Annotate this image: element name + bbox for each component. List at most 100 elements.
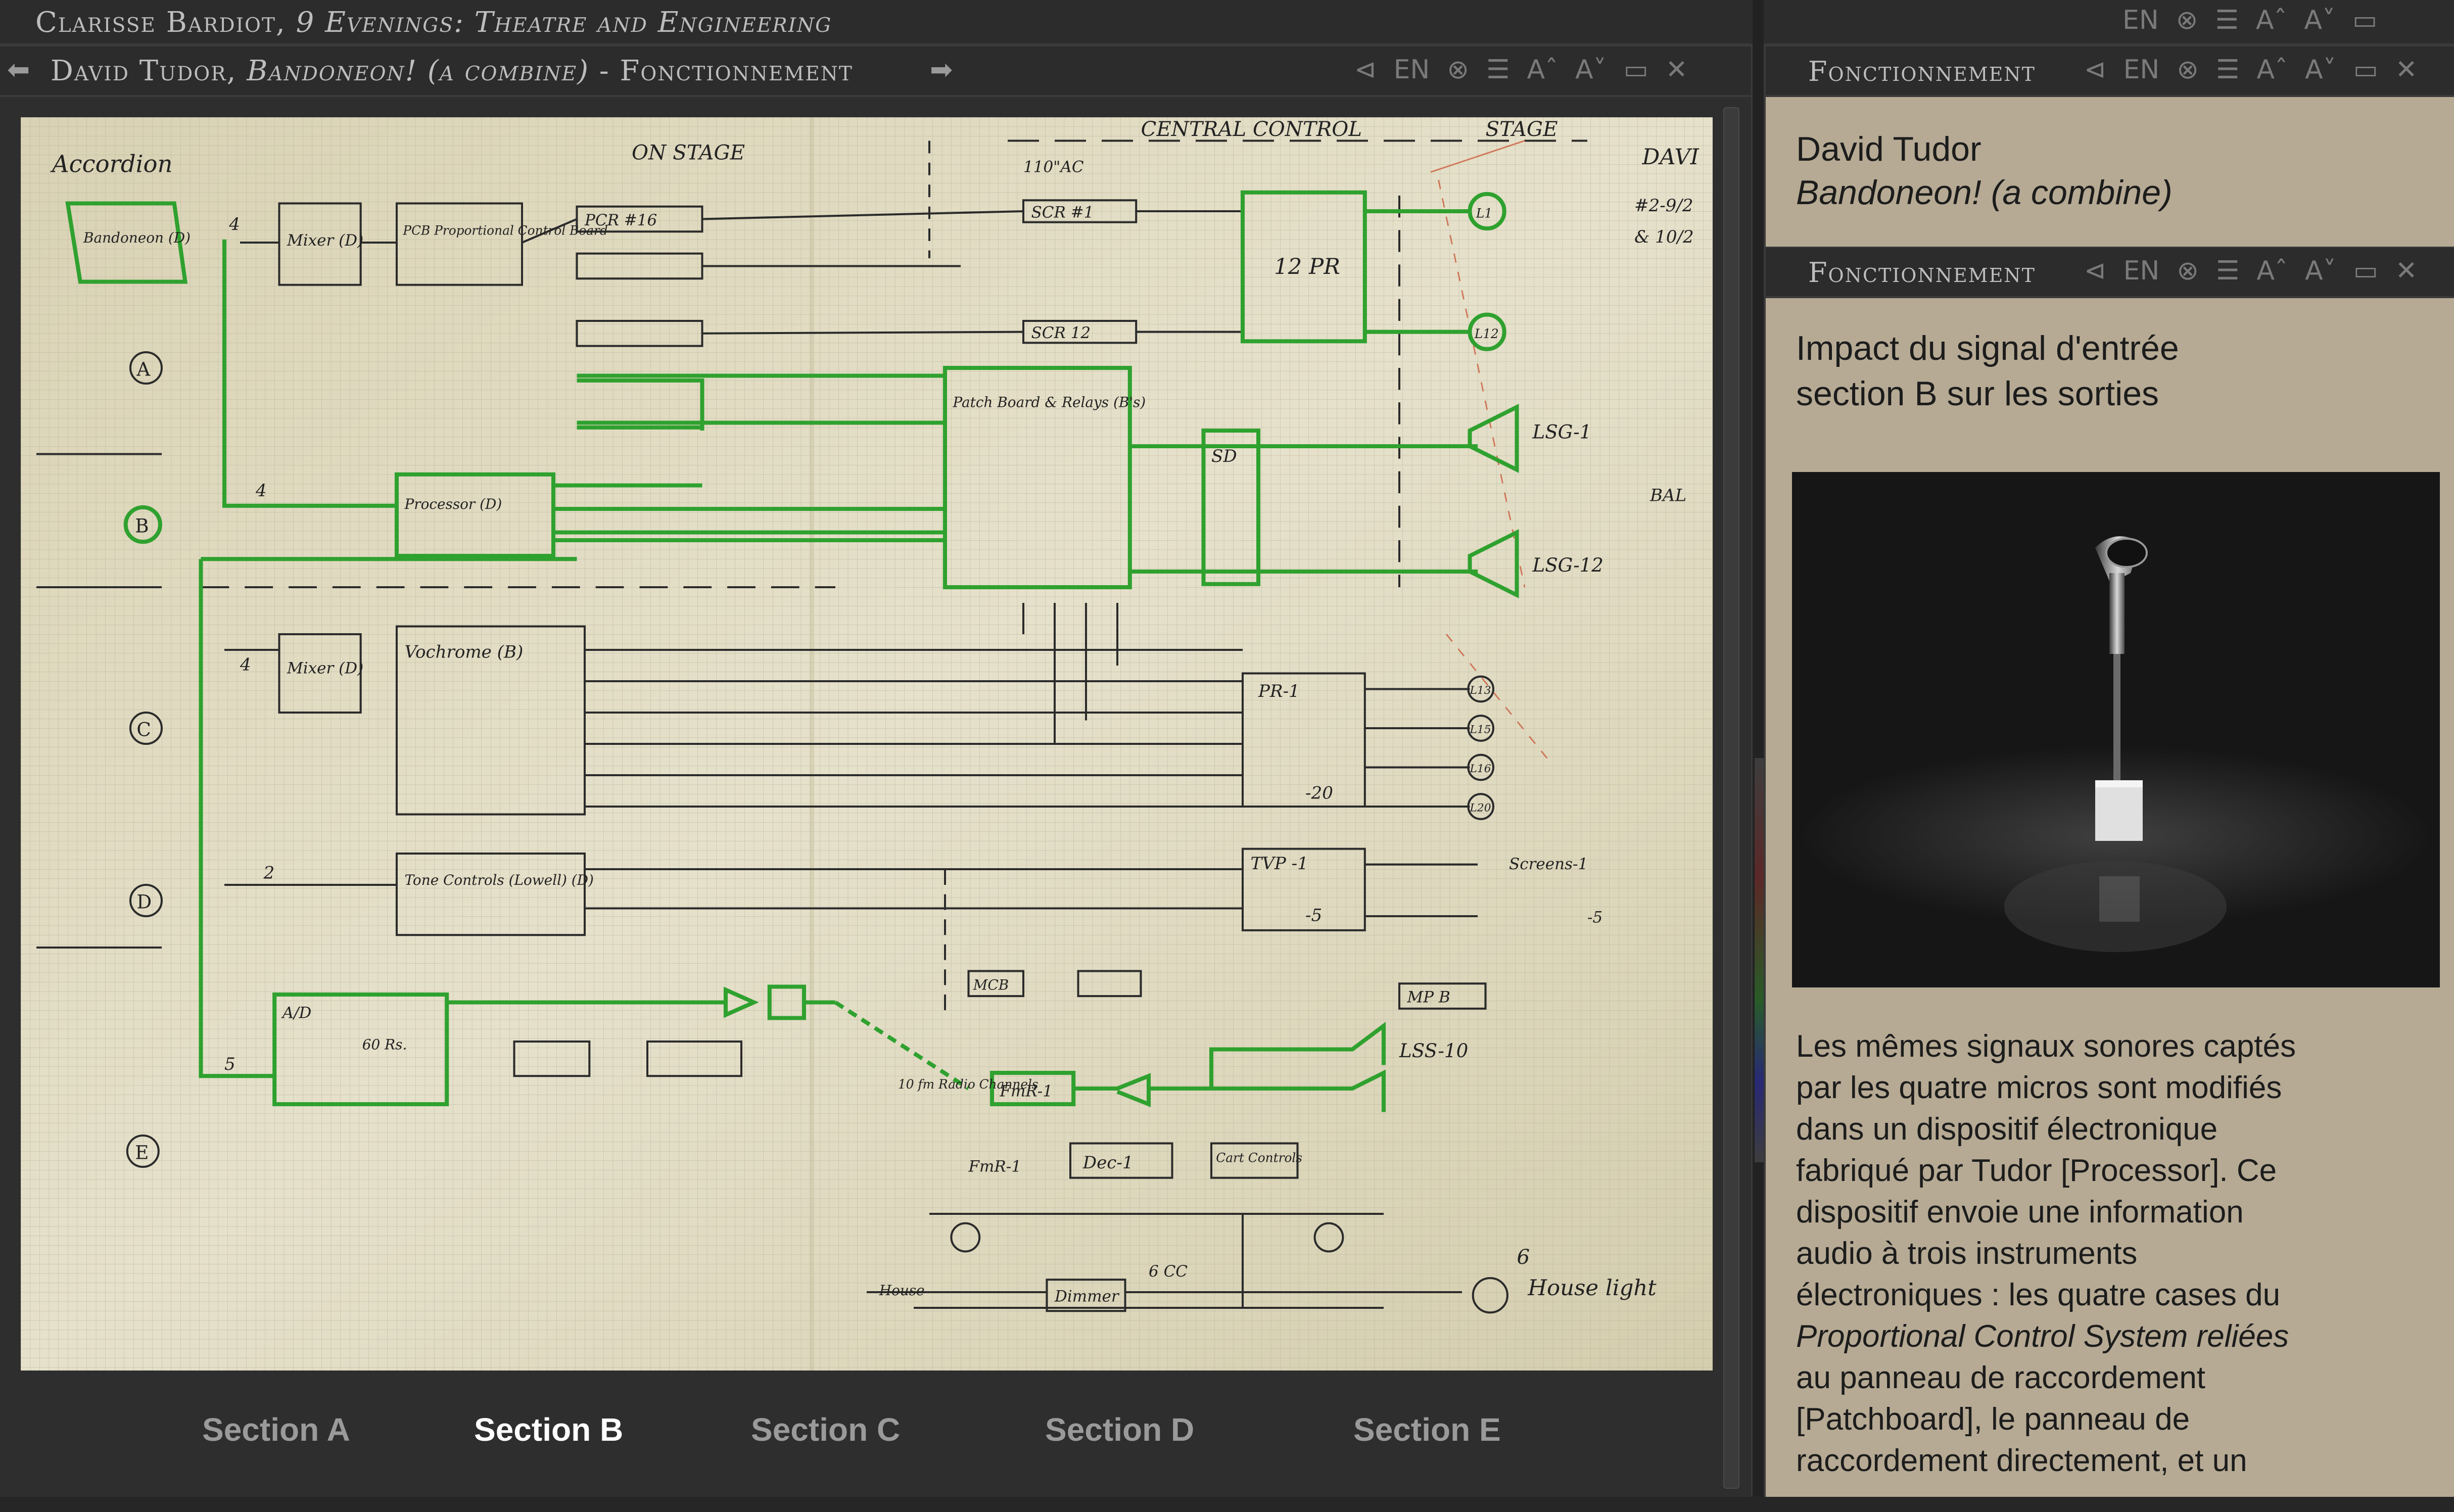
diagram-box-scr: SCR 12 bbox=[1031, 324, 1091, 342]
body-line: audio à trois instruments bbox=[1796, 1236, 2138, 1271]
diagram-label-stage: STAGE bbox=[1486, 117, 1558, 141]
font-decrease-icon[interactable]: A˅ bbox=[2305, 256, 2336, 286]
share-icon[interactable]: ⊲ bbox=[2084, 55, 2106, 85]
layers-icon[interactable]: ☰ bbox=[2215, 256, 2240, 286]
share-icon[interactable]: ⊲ bbox=[2084, 256, 2106, 286]
diagram-box-mcb: MCB bbox=[973, 977, 1009, 994]
timeline-strip bbox=[1755, 758, 1764, 1162]
diagram-input-number: 4 bbox=[255, 481, 267, 501]
link-icon[interactable]: ⊗ bbox=[2177, 55, 2199, 85]
viewer-scrollbar[interactable] bbox=[1723, 107, 1739, 1489]
window-icon[interactable]: ▭ bbox=[2353, 256, 2378, 286]
diagram-row-marker: E bbox=[135, 1142, 149, 1164]
tab-section-d[interactable]: Section D bbox=[1045, 1411, 1195, 1448]
body-line: électroniques : les quatre cases du bbox=[1796, 1278, 2281, 1312]
window-bottom-edge bbox=[0, 1497, 2454, 1512]
section-tabs: Section A Section B Section C Section D … bbox=[0, 1391, 1751, 1472]
diagram-row-marker: B bbox=[135, 515, 149, 537]
link-icon[interactable]: ⊗ bbox=[2177, 256, 2199, 286]
work-title: Bandoneon! (a combine) bbox=[1796, 173, 2173, 212]
forward-arrow-icon[interactable]: ➡ bbox=[930, 54, 953, 85]
diagram-box-patch: Patch Board & Relays (B's) bbox=[953, 394, 1146, 411]
diagram-note: 60 Rs. bbox=[362, 1036, 407, 1053]
diagram-note: 110"AC bbox=[1023, 158, 1084, 176]
diagram-input-number: 4 bbox=[228, 214, 240, 234]
speaker-photo[interactable] bbox=[1792, 472, 2440, 987]
diagram-note: Screens-1 bbox=[1509, 855, 1588, 873]
font-increase-icon[interactable]: Aˆ bbox=[2256, 256, 2288, 286]
circuit-diagram: Accordion ON STAGE CENTRAL CONTROL STAGE… bbox=[21, 117, 1713, 1371]
diagram-note: 6 CC bbox=[1149, 1262, 1188, 1281]
panel-divider[interactable] bbox=[1753, 0, 1764, 1512]
diagram-note: #2-9/2 bbox=[1634, 196, 1693, 216]
body-line: Proportional Control System reliées bbox=[1796, 1319, 2289, 1354]
language-toggle[interactable]: EN bbox=[2122, 5, 2159, 35]
diagram-box-processor: Processor (D) bbox=[404, 496, 502, 512]
font-increase-icon[interactable]: Aˆ bbox=[1527, 55, 1559, 85]
tab-section-b[interactable]: Section B bbox=[474, 1411, 624, 1448]
diagram-box-tvp: TVP -1 bbox=[1251, 854, 1308, 874]
diagram-note: -5 bbox=[1587, 908, 1602, 926]
diagram-box-sd: SD bbox=[1211, 446, 1237, 466]
language-toggle[interactable]: EN bbox=[1393, 55, 1430, 85]
diagram-box-pr20: -20 bbox=[1305, 783, 1333, 804]
body-line: Les mêmes signaux sonores captés bbox=[1796, 1029, 2296, 1064]
window-icon[interactable]: ▭ bbox=[2352, 5, 2378, 35]
body-line: au panneau de raccordement bbox=[1796, 1360, 2206, 1395]
layers-icon[interactable]: ☰ bbox=[2215, 5, 2239, 35]
diagram-row-marker: C bbox=[136, 719, 151, 741]
diagram-note: BAL bbox=[1649, 486, 1686, 506]
diagram-output-label: L13 bbox=[1470, 684, 1491, 697]
body-line: raccordement directement, et un bbox=[1796, 1443, 2247, 1478]
font-increase-icon[interactable]: Aˆ bbox=[2256, 55, 2288, 85]
diagram-box-pcr: PCR #16 bbox=[584, 211, 657, 229]
diagram-box-pcb: PCB Proportional Control Board bbox=[402, 223, 607, 238]
tab-section-a[interactable]: Section A bbox=[202, 1411, 350, 1448]
diagram-note: LSG-1 bbox=[1532, 421, 1592, 443]
link-icon[interactable]: ⊗ bbox=[2176, 5, 2198, 35]
description-heading-line: Impact du signal d'entrée bbox=[1796, 329, 2179, 367]
diagram-note: 6 bbox=[1517, 1245, 1530, 1269]
diagram-output-label: L20 bbox=[1470, 801, 1491, 814]
font-decrease-icon[interactable]: A˅ bbox=[2305, 55, 2336, 85]
window-icon[interactable]: ▭ bbox=[2353, 55, 2378, 85]
close-icon[interactable]: ✕ bbox=[1665, 55, 1688, 85]
diagram-box-tone: Tone Controls (Lowell) (D) bbox=[405, 872, 594, 888]
language-toggle[interactable]: EN bbox=[2123, 55, 2160, 85]
diagram-box-vochrome: Vochrome (B) bbox=[405, 642, 524, 663]
document-title-bar: ⬅ David Tudor, Bandoneon! (a combine) - … bbox=[0, 46, 1751, 95]
diagram-note: LSS-10 bbox=[1399, 1040, 1468, 1062]
panel-header: Fonctionnement ⊲ EN ⊗ ☰ Aˆ A˅ ▭ ✕ bbox=[1766, 46, 2454, 95]
font-decrease-icon[interactable]: A˅ bbox=[2304, 5, 2336, 35]
share-icon[interactable]: ⊲ bbox=[1354, 55, 1377, 85]
font-increase-icon[interactable]: Aˆ bbox=[2255, 5, 2287, 35]
window-icon[interactable]: ▭ bbox=[1623, 55, 1648, 85]
app-title: Clarisse Bardiot, 9 Evenings: Theatre an… bbox=[35, 6, 832, 39]
diagram-viewer: Accordion ON STAGE CENTRAL CONTROL STAGE… bbox=[0, 97, 1751, 1497]
body-line: dispositif envoie une information bbox=[1796, 1195, 2244, 1230]
tab-section-c[interactable]: Section C bbox=[751, 1411, 901, 1448]
work-author: David Tudor bbox=[1796, 130, 1981, 168]
diagram-row-marker: A bbox=[136, 358, 151, 381]
font-decrease-icon[interactable]: A˅ bbox=[1575, 55, 1607, 85]
body-line: dans un dispositif électronique bbox=[1796, 1112, 2218, 1147]
diagram-input-number: 5 bbox=[224, 1054, 235, 1074]
close-icon[interactable]: ✕ bbox=[2395, 256, 2418, 286]
diagram-note: House bbox=[879, 1282, 925, 1299]
diagram-output-label: L1 bbox=[1476, 206, 1492, 220]
diagram-box-ad: A/D bbox=[281, 1004, 312, 1022]
diagram-label-onstage: ON STAGE bbox=[632, 141, 745, 165]
diagram-box-fmr: FmR-1 bbox=[968, 1157, 1021, 1175]
body-line: par les quatre micros sont modifiés bbox=[1796, 1070, 2282, 1105]
description-body: Les mêmes signaux sonores captés par les… bbox=[1796, 1026, 2428, 1482]
close-icon[interactable]: ✕ bbox=[2395, 55, 2418, 85]
back-arrow-icon[interactable]: ⬅ bbox=[7, 54, 30, 85]
language-toggle[interactable]: EN bbox=[2123, 256, 2160, 286]
layers-icon[interactable]: ☰ bbox=[2215, 55, 2240, 85]
description-heading-line: section B sur les sorties bbox=[1796, 374, 2159, 413]
tab-section-e[interactable]: Section E bbox=[1353, 1411, 1501, 1448]
link-icon[interactable]: ⊗ bbox=[1447, 55, 1469, 85]
layers-icon[interactable]: ☰ bbox=[1486, 55, 1510, 85]
diagram-box-tv5: -5 bbox=[1305, 905, 1322, 925]
document-title: David Tudor, Bandoneon! (a combine) - Fo… bbox=[51, 55, 853, 87]
